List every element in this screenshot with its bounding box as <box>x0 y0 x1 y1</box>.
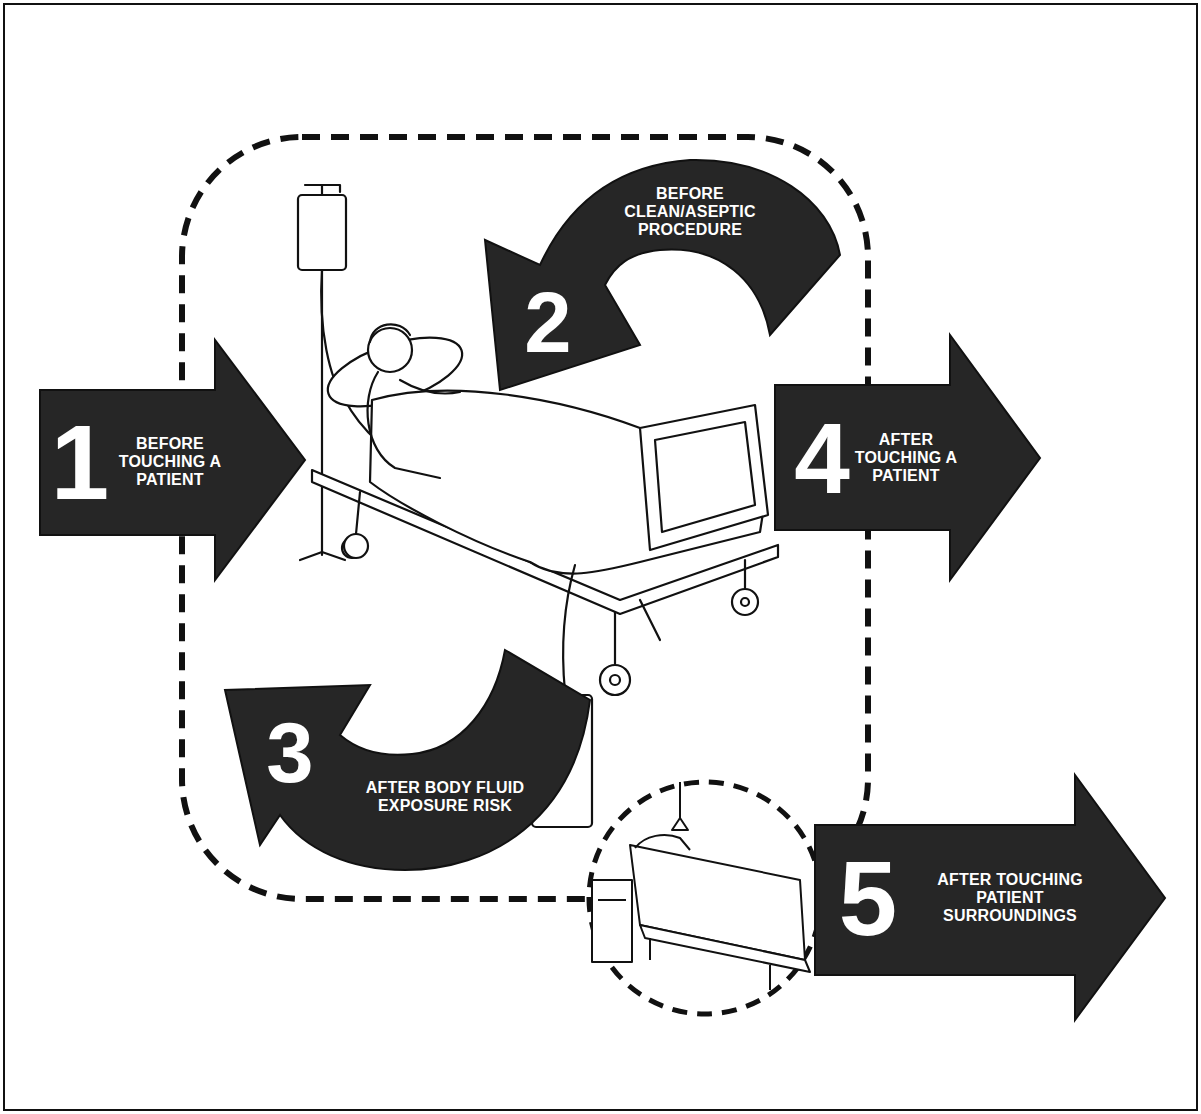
outer-frame <box>4 4 1197 1110</box>
arrow-fill <box>485 160 840 390</box>
arrow-fill <box>40 340 305 580</box>
moment-arrow: 2 BEFORE CLEAN/ASEPTIC PROCEDURE <box>480 150 850 400</box>
moment-label: BEFORE TOUCHING A PATIENT <box>116 435 224 489</box>
moment-label: AFTER BODY FLUID EXPOSURE RISK <box>365 779 525 815</box>
moment-number: 4 <box>782 408 862 508</box>
moment-label: AFTER TOUCHING A PATIENT <box>853 431 959 485</box>
moment-label: BEFORE CLEAN/ASEPTIC PROCEDURE <box>615 185 765 239</box>
arrow-fill <box>815 775 1165 1020</box>
empty-bed-drawing <box>592 782 810 990</box>
arrow-fill <box>775 335 1040 580</box>
moment-number: 5 <box>828 846 908 951</box>
moment-label: AFTER TOUCHING PATIENT SURROUNDINGS <box>910 871 1110 925</box>
moment-arrow: 3AFTER BODY FLUID EXPOSURE RISK <box>220 640 600 880</box>
moment-arrow: 5AFTER TOUCHING PATIENT SURROUNDINGS <box>815 775 1165 1020</box>
moment-number: 3 <box>255 710 325 795</box>
moment-number: 2 <box>513 280 583 365</box>
patient-zone-outline <box>182 137 868 899</box>
moment-number: 1 <box>40 410 120 515</box>
moment-arrow: 1BEFORE TOUCHING A PATIENT <box>40 340 305 580</box>
arrow-fill <box>225 650 590 870</box>
surroundings-circle <box>589 782 821 1014</box>
moment-arrow: 4AFTER TOUCHING A PATIENT <box>775 335 1040 580</box>
